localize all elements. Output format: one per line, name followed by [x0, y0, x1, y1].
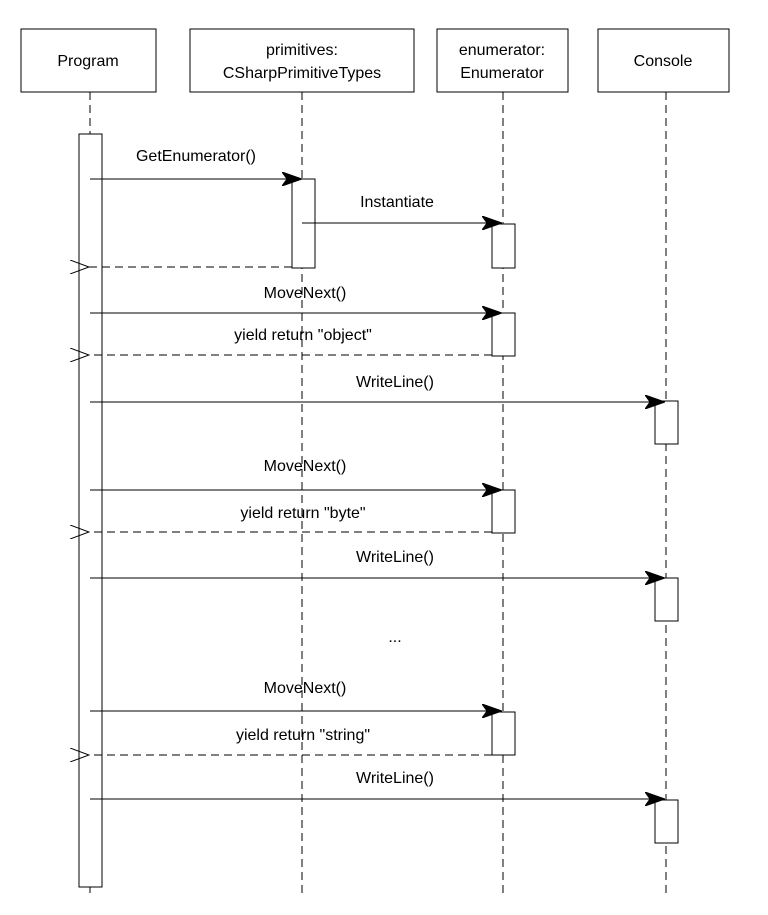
participant-enumerator-label-line2: Enumerator — [460, 65, 544, 82]
message-yield-string-label: yield return "string" — [236, 727, 370, 744]
message-yield-byte-label: yield return "byte" — [240, 505, 365, 522]
message-writeline-3-label: WriteLine() — [356, 770, 434, 787]
message-movenext-3: MoveNext() — [90, 680, 501, 711]
message-instantiate-label: Instantiate — [360, 194, 434, 211]
participant-program-label: Program — [57, 53, 118, 70]
message-getenumerator-label: GetEnumerator() — [136, 148, 256, 165]
participant-enumerator-label-line1: enumerator: — [459, 42, 545, 59]
participant-program: Program — [20, 28, 157, 93]
activation-enumerator-instantiate — [491, 223, 516, 269]
activation-program — [78, 133, 103, 888]
message-movenext-2-label: MoveNext() — [264, 458, 347, 475]
message-movenext-3-label: MoveNext() — [264, 680, 347, 697]
ellipsis-text: ... — [388, 629, 401, 646]
participant-primitives-label-line2: CSharpPrimitiveTypes — [223, 65, 381, 82]
activation-enumerator-movenext-1 — [491, 312, 516, 357]
participant-console: Console — [597, 28, 730, 93]
activation-console-writeline-1 — [654, 400, 679, 445]
activation-enumerator-movenext-2 — [491, 489, 516, 534]
activation-enumerator-movenext-3 — [491, 711, 516, 756]
message-getenumerator: GetEnumerator() — [90, 148, 301, 179]
message-yield-object: yield return "object" — [89, 327, 492, 355]
participant-console-label: Console — [634, 53, 693, 70]
activation-console-writeline-3 — [654, 799, 679, 844]
message-writeline-3: WriteLine() — [90, 770, 664, 799]
message-instantiate: Instantiate — [302, 194, 501, 223]
message-movenext-1-label: MoveNext() — [264, 285, 347, 302]
message-yield-byte: yield return "byte" — [89, 505, 492, 532]
message-writeline-1-label: WriteLine() — [356, 374, 434, 391]
message-yield-object-label: yield return "object" — [234, 327, 372, 344]
participant-enumerator: enumerator: Enumerator — [436, 28, 569, 93]
message-movenext-1: MoveNext() — [90, 285, 501, 313]
message-yield-string: yield return "string" — [89, 727, 492, 755]
message-writeline-2-label: WriteLine() — [356, 549, 434, 566]
message-movenext-2: MoveNext() — [90, 458, 501, 490]
activation-console-writeline-2 — [654, 577, 679, 622]
message-writeline-1: WriteLine() — [90, 374, 664, 402]
message-writeline-2: WriteLine() — [90, 549, 664, 578]
participant-primitives-label-line1: primitives: — [266, 42, 338, 59]
participant-primitives: primitives: CSharpPrimitiveTypes — [189, 28, 415, 93]
